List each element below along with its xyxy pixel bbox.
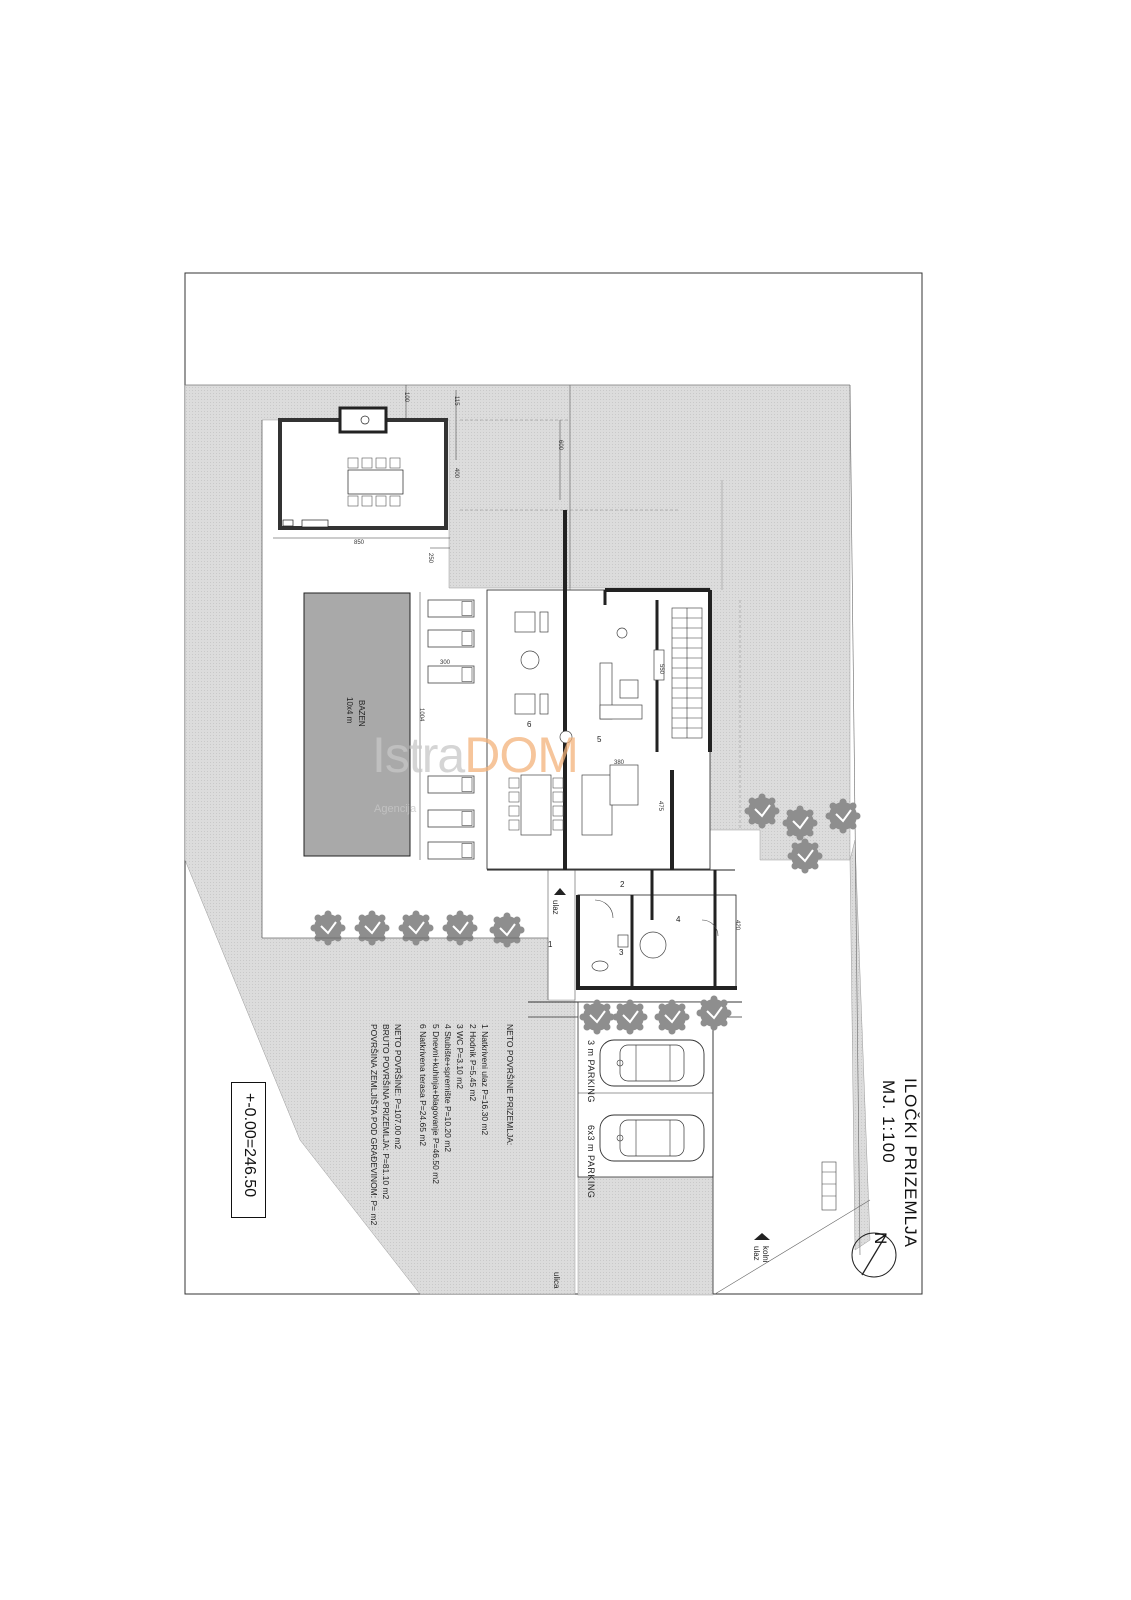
elevation-box: [231, 1082, 266, 1218]
legend-spacer-2: [404, 1024, 416, 1225]
dim-600: 600: [557, 440, 563, 451]
drawing-scale: MJ. 1:100: [879, 1080, 898, 1164]
dim-380: 380: [614, 760, 625, 766]
vehicle-entrance-arrow: [754, 1233, 770, 1240]
legend-item-6: 6 Natkrivena terasa P=24.65 m2: [418, 1024, 429, 1147]
room-number-1: 1: [548, 940, 553, 949]
dim-250: 250: [427, 553, 433, 564]
dim-420: 420: [734, 920, 740, 931]
pedestrian-entrance-label: ulaz: [551, 900, 560, 915]
terrain-strip: [849, 839, 871, 1251]
legend: NETO POVRŠINE PRIZEMLJA: 1 Natkriveni ul…: [367, 1024, 516, 1225]
room-number-2: 2: [620, 880, 625, 889]
legend-item-3: 3 WC P=3.10 m2: [455, 1024, 466, 1089]
legend-item-5: 5 Dnevni+kuhinja+blagovanje P=46.50 m2: [430, 1024, 441, 1184]
room-number-3: 3: [619, 948, 624, 957]
room-number-6: 6: [527, 720, 532, 729]
legend-neto-total: NETO POVRŠINE: P=107.00 m2: [393, 1024, 404, 1150]
legend-spacer: [491, 1024, 503, 1225]
watermark: IstraDOM: [372, 726, 579, 784]
pavilion: [278, 406, 448, 530]
room-number-5: 5: [597, 735, 602, 744]
legend-bruto-total: BRUTO POVRŠINA PRIZEMLJA: P=81.10 m2: [381, 1024, 392, 1200]
room-number-4: 4: [676, 915, 681, 924]
living-furniture: [514, 611, 665, 836]
terrain-lower: [577, 1174, 714, 1296]
watermark-part1: Istra: [372, 727, 465, 783]
wc-fixtures: [591, 931, 667, 972]
dim-850: 850: [354, 540, 365, 546]
drawing-title: ILOČKI PRIZEMLJA: [901, 1078, 920, 1248]
car-2: [599, 1114, 705, 1162]
dim-100: 100: [403, 392, 409, 403]
entrance-arrow: [554, 888, 566, 895]
parking-slot-1-label: 3 m PARKING: [586, 1040, 596, 1103]
elevation-label: +-0.00=246.50: [241, 1093, 258, 1198]
legend-item-1: 1 Natkriveni ulaz P=16.30 m2: [480, 1024, 491, 1136]
car-1: [599, 1039, 705, 1087]
pool-label: BAZEN: [357, 700, 366, 727]
dim-475: 475: [657, 801, 663, 812]
staircase: [671, 607, 703, 739]
legend-item-2: 2 Hodnik P=5.45 m2: [467, 1024, 478, 1102]
north-arrow: [851, 1232, 897, 1278]
dim-300: 300: [440, 660, 451, 666]
watermark-sub: Agencija: [374, 803, 417, 815]
legend-item-4: 4 Stubište+spremište P=10.20 m2: [443, 1024, 454, 1153]
legend-header: NETO POVRŠINE PRIZEMLJA:: [505, 1024, 515, 1146]
dim-115: 115: [453, 396, 459, 406]
parking-slot-2-label: 6x3 m PARKING: [586, 1125, 596, 1199]
watermark-part2: DOM: [464, 727, 579, 783]
legend-land-under: POVRŠINA ZEMLJIŠTA POD GRAĐEVINOM: P= m2: [368, 1024, 379, 1226]
dim-1004: 1004: [418, 708, 424, 722]
dim-400: 400: [453, 468, 459, 479]
pool-size: 10x4 m: [345, 697, 354, 724]
north-label: N: [871, 1232, 890, 1246]
dim-550: 550: [658, 664, 664, 675]
street-label: ulica: [552, 1272, 561, 1289]
pool: [303, 592, 411, 857]
vehicle-entrance-label: kolni ulaz: [752, 1246, 770, 1263]
